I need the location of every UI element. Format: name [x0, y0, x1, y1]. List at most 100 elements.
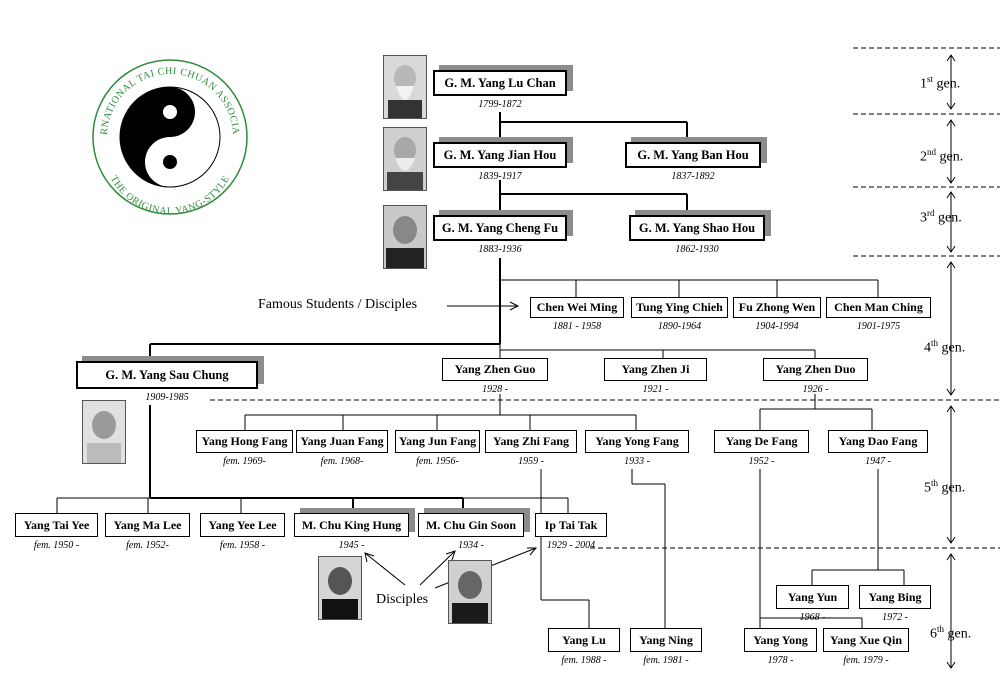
person-yang-ma-lee: Yang Ma Lee fem. 1952- — [105, 513, 190, 551]
photo-yang-sau-chung — [82, 400, 126, 464]
person-name: M. Chu King Hung — [294, 513, 409, 537]
person-yang-shao-hou: G. M. Yang Shao Hou 1862-1930 — [629, 210, 771, 255]
person-name: G. M. Yang Lu Chan — [433, 70, 567, 96]
person-name: Yang Zhen Duo — [763, 358, 868, 381]
person-dates: 1799-1872 — [478, 99, 522, 110]
gen-label-1: 1st gen. — [920, 74, 961, 92]
person-name: Yang Yee Lee — [200, 513, 285, 537]
person-chu-king-hung: M. Chu King Hung 1945 - — [294, 508, 415, 551]
person-dates: 1909-1985 — [145, 392, 189, 403]
photo-chu-gin-soon — [448, 560, 492, 624]
gen-label-6: 6th gen. — [930, 624, 972, 642]
gen-label-2: 2nd gen. — [920, 147, 964, 165]
person-name: G. M. Yang Ban Hou — [625, 142, 761, 168]
person-name: Yang Zhen Guo — [442, 358, 548, 381]
person-dates: 1883-1936 — [478, 244, 522, 255]
person-dates: fem. 1988 - — [561, 655, 607, 666]
person-dates: 1952 - — [748, 456, 775, 467]
person-name: G. M. Yang Sau Chung — [76, 361, 258, 389]
person-name: Yang Juan Fang — [296, 430, 388, 453]
disciples-label: Disciples — [376, 592, 429, 607]
person-name: Yang Ma Lee — [105, 513, 190, 537]
person-name: G. M. Yang Cheng Fu — [433, 215, 567, 241]
person-name: Yang Bing — [859, 585, 931, 609]
person-name: Yang Ning — [630, 628, 702, 652]
person-name: Tung Ying Chieh — [631, 297, 728, 318]
person-dates: 1862-1930 — [675, 244, 719, 255]
person-dates: fem. 1969- — [223, 456, 266, 467]
photo-chu-king-hung — [318, 556, 362, 620]
person-ip-tai-tak: Ip Tai Tak 1929 - 2004 — [535, 513, 607, 551]
person-dates: 1959 - — [518, 456, 544, 467]
person-dates: 1881 - 1958 — [552, 321, 602, 332]
person-yang-bing: Yang Bing 1972 - — [859, 585, 931, 623]
person-yang-xue-qin: Yang Xue Qin fem. 1979 - — [823, 628, 909, 666]
person-dates: 1928 - — [482, 384, 508, 395]
gen-label-5: 5th gen. — [924, 478, 966, 496]
person-dates: fem. 1952- — [126, 540, 169, 551]
person-name: Yang Dao Fang — [828, 430, 928, 453]
person-chen-wei-ming: Chen Wei Ming 1881 - 1958 — [530, 297, 624, 332]
person-dates: 1934 - — [458, 540, 484, 551]
person-name: Yang Zhi Fang — [485, 430, 577, 453]
gen-label-4: 4th gen. — [924, 338, 966, 356]
person-dates: 1904-1994 — [755, 321, 799, 332]
person-dates: 1921 - — [642, 384, 669, 395]
person-name: G. M. Yang Jian Hou — [433, 142, 567, 168]
photo-yang-lu-chan — [383, 55, 427, 119]
person-dates: 1978 - — [767, 655, 794, 666]
person-name: Yang Jun Fang — [395, 430, 480, 453]
person-name: Yang Zhen Ji — [604, 358, 707, 381]
person-dates: fem. 1968- — [320, 456, 364, 467]
person-name: Yang Lu — [548, 628, 620, 652]
person-yang-cheng-fu: G. M. Yang Cheng Fu 1883-1936 — [433, 210, 573, 255]
person-name: Yang Hong Fang — [196, 430, 293, 453]
person-chu-gin-soon: M. Chu Gin Soon 1934 - — [418, 508, 530, 551]
logo-ring — [92, 59, 248, 215]
person-name: Chen Man Ching — [826, 297, 931, 318]
person-dates: 1929 - 2004 — [546, 540, 596, 551]
person-dates: 1947 - — [865, 456, 891, 467]
person-name: Chen Wei Ming — [530, 297, 624, 318]
person-dates: 1839-1917 — [478, 171, 522, 182]
person-name: Yang Yong Fang — [585, 430, 689, 453]
person-dates: 1968 - — [799, 612, 826, 623]
person-yang-dao-fang: Yang Dao Fang 1947 - — [828, 430, 928, 467]
person-yang-lu: Yang Lu fem. 1988 - — [548, 628, 620, 666]
person-name: Yang Tai Yee — [15, 513, 98, 537]
person-name: Yang Yun — [776, 585, 849, 609]
person-dates: fem. 1979 - — [843, 655, 889, 666]
person-yang-zhen-guo: Yang Zhen Guo 1928 - — [442, 358, 548, 395]
person-name: Ip Tai Tak — [535, 513, 607, 537]
person-yang-ban-hou: G. M. Yang Ban Hou 1837-1892 — [625, 137, 767, 182]
yin-yang-icon — [119, 86, 221, 188]
person-yang-jian-hou: G. M. Yang Jian Hou 1839-1917 — [433, 137, 573, 182]
person-name: G. M. Yang Shao Hou — [629, 215, 765, 241]
person-dates: 1945 - — [338, 540, 365, 551]
person-tung-ying-chieh: Tung Ying Chieh 1890-1964 — [631, 297, 728, 332]
person-fu-zhong-wen: Fu Zhong Wen 1904-1994 — [733, 297, 821, 332]
person-dates: 1837-1892 — [671, 171, 715, 182]
person-yang-sau-chung: G. M. Yang Sau Chung 1909-1985 — [76, 356, 264, 403]
person-yang-hong-fang: Yang Hong Fang fem. 1969- — [196, 430, 293, 467]
person-name: Yang Xue Qin — [823, 628, 909, 652]
person-yang-yun: Yang Yun 1968 - — [776, 585, 849, 623]
person-dates: 1972 - — [882, 612, 908, 623]
person-yang-yong: Yang Yong 1978 - — [744, 628, 817, 666]
person-name: Yang Yong — [744, 628, 817, 652]
famous-students-label: Famous Students / Disciples — [258, 297, 418, 312]
person-dates: fem. 1956- — [416, 456, 459, 467]
photo-yang-cheng-fu — [383, 205, 427, 269]
person-yang-zhi-fang: Yang Zhi Fang 1959 - — [485, 430, 577, 467]
person-name: M. Chu Gin Soon — [418, 513, 524, 537]
person-name: Fu Zhong Wen — [733, 297, 821, 318]
person-dates: 1890-1964 — [657, 321, 702, 332]
